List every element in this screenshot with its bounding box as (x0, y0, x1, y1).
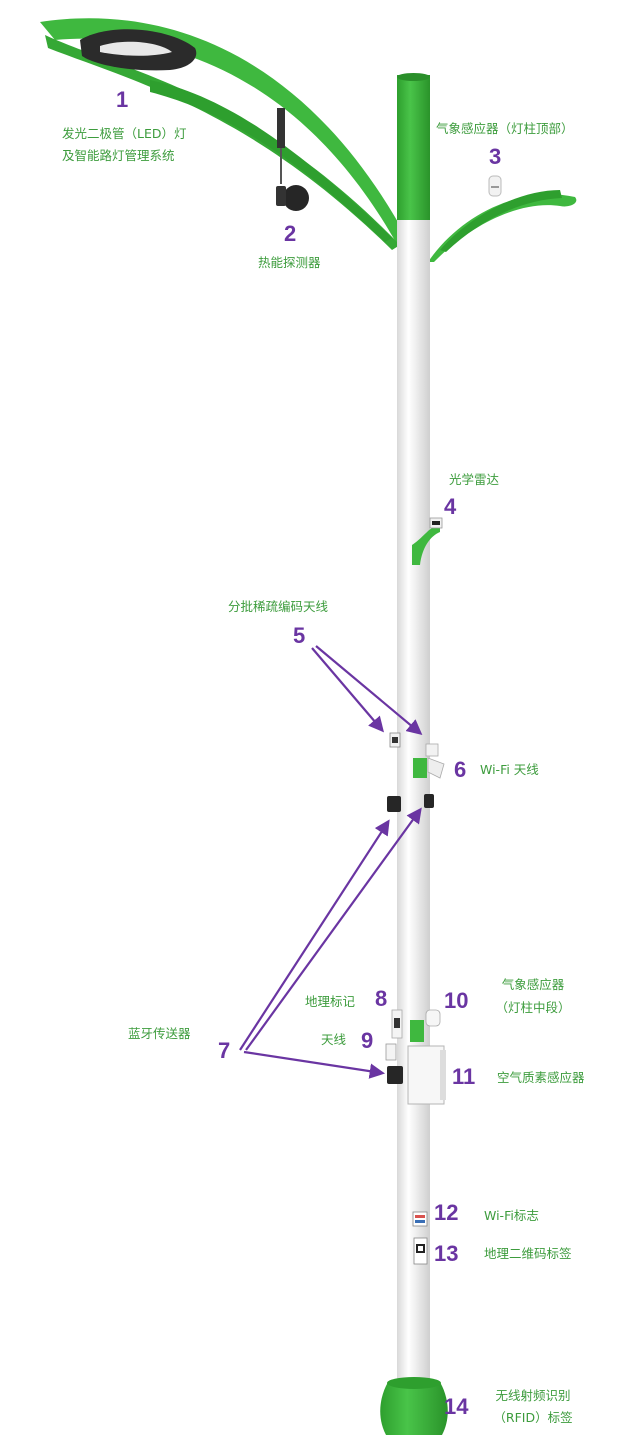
callout-label-11: 空气质素感应器 (497, 1070, 585, 1085)
callout-number-4: 4 (444, 494, 457, 519)
callout-number-9: 9 (361, 1028, 374, 1053)
callout-label-3: 气象感应器（灯柱顶部） (436, 121, 574, 136)
callout-label-10a: 气象感应器 (501, 977, 565, 992)
callout-number-8: 8 (375, 986, 388, 1011)
callout-label-9: 天线 (321, 1032, 347, 1047)
callout-number-13: 13 (434, 1241, 459, 1266)
mid-pole-devices (385, 1009, 446, 1105)
callout-number-5: 5 (293, 623, 306, 648)
arrow-5-right (315, 645, 423, 735)
callout-label-7: 蓝牙传送器 (128, 1026, 191, 1041)
arrow-7-lower (243, 1050, 386, 1079)
callout-number-2: 2 (284, 221, 297, 246)
tags-group (412, 1211, 428, 1265)
callout-label-6: Wi-Fi 天线 (480, 762, 539, 777)
led-lamp-head (80, 29, 197, 71)
callout-label-13: 地理二维码标签 (484, 1246, 572, 1261)
weather-sensor-top (488, 175, 502, 197)
arrow-7-upper-left (239, 819, 390, 1051)
arrow-5-left (311, 647, 384, 733)
pole (397, 73, 430, 1390)
callout-label-1b: 及智能路灯管理系统 (62, 148, 175, 163)
callout-label-14b: （RFID）标签 (493, 1410, 573, 1425)
callout-number-11: 11 (452, 1064, 476, 1089)
callout-number-6: 6 (454, 757, 467, 782)
lidar (412, 517, 443, 565)
callout-number-14: 14 (444, 1394, 469, 1419)
arrow-7-upper-right (245, 807, 422, 1051)
callout-number-3: 3 (489, 144, 502, 169)
callout-label-2: 热能探测器 (258, 255, 321, 270)
lamp-arm (40, 18, 408, 250)
callout-label-12: Wi-Fi标志 (484, 1208, 539, 1223)
callout-label-8: 地理标记 (305, 994, 356, 1009)
callout-label-5: 分批稀疏编码天线 (228, 599, 329, 614)
bluetooth-transmitters (387, 794, 434, 1084)
callout-label-10b: （灯柱中段） (495, 1000, 571, 1015)
callout-number-7: 7 (218, 1038, 231, 1063)
callout-label-14a: 无线射频识别 (495, 1388, 571, 1403)
antenna-group (389, 732, 445, 779)
callout-number-1: 1 (116, 87, 129, 112)
callout-number-10: 10 (444, 988, 469, 1013)
callout-label-1a: 发光二极管（LED）灯 (62, 126, 187, 141)
callout-label-4: 光学雷达 (449, 472, 500, 487)
callout-number-12: 12 (434, 1200, 459, 1225)
thermal-detector (276, 108, 309, 211)
rfid-base (380, 1377, 448, 1435)
right-arm (428, 190, 577, 262)
